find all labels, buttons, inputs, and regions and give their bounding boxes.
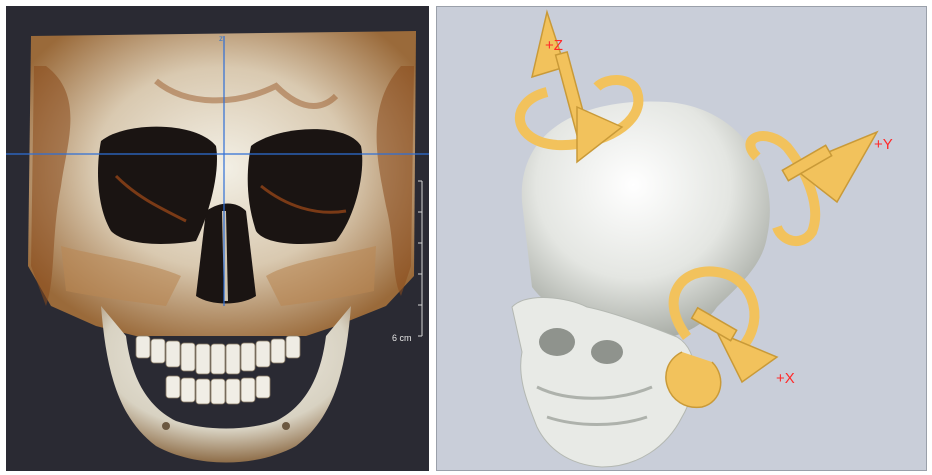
y-rotation-gizmo[interactable] <box>750 132 877 241</box>
ct-skull-panel: z 6 cm <box>6 6 429 471</box>
y-axis-label: +Y <box>874 136 893 153</box>
z-axis-label: +Z <box>545 37 563 54</box>
model-view-panel: +Z +Y +X <box>436 6 927 471</box>
x-axis-label: +X <box>776 370 795 387</box>
top-axis-marker: z <box>219 34 223 43</box>
ct-skull-image <box>6 6 429 471</box>
scale-label: 6 cm <box>392 333 412 343</box>
scale-bar <box>418 181 422 336</box>
skull-model-viewport <box>437 7 927 471</box>
